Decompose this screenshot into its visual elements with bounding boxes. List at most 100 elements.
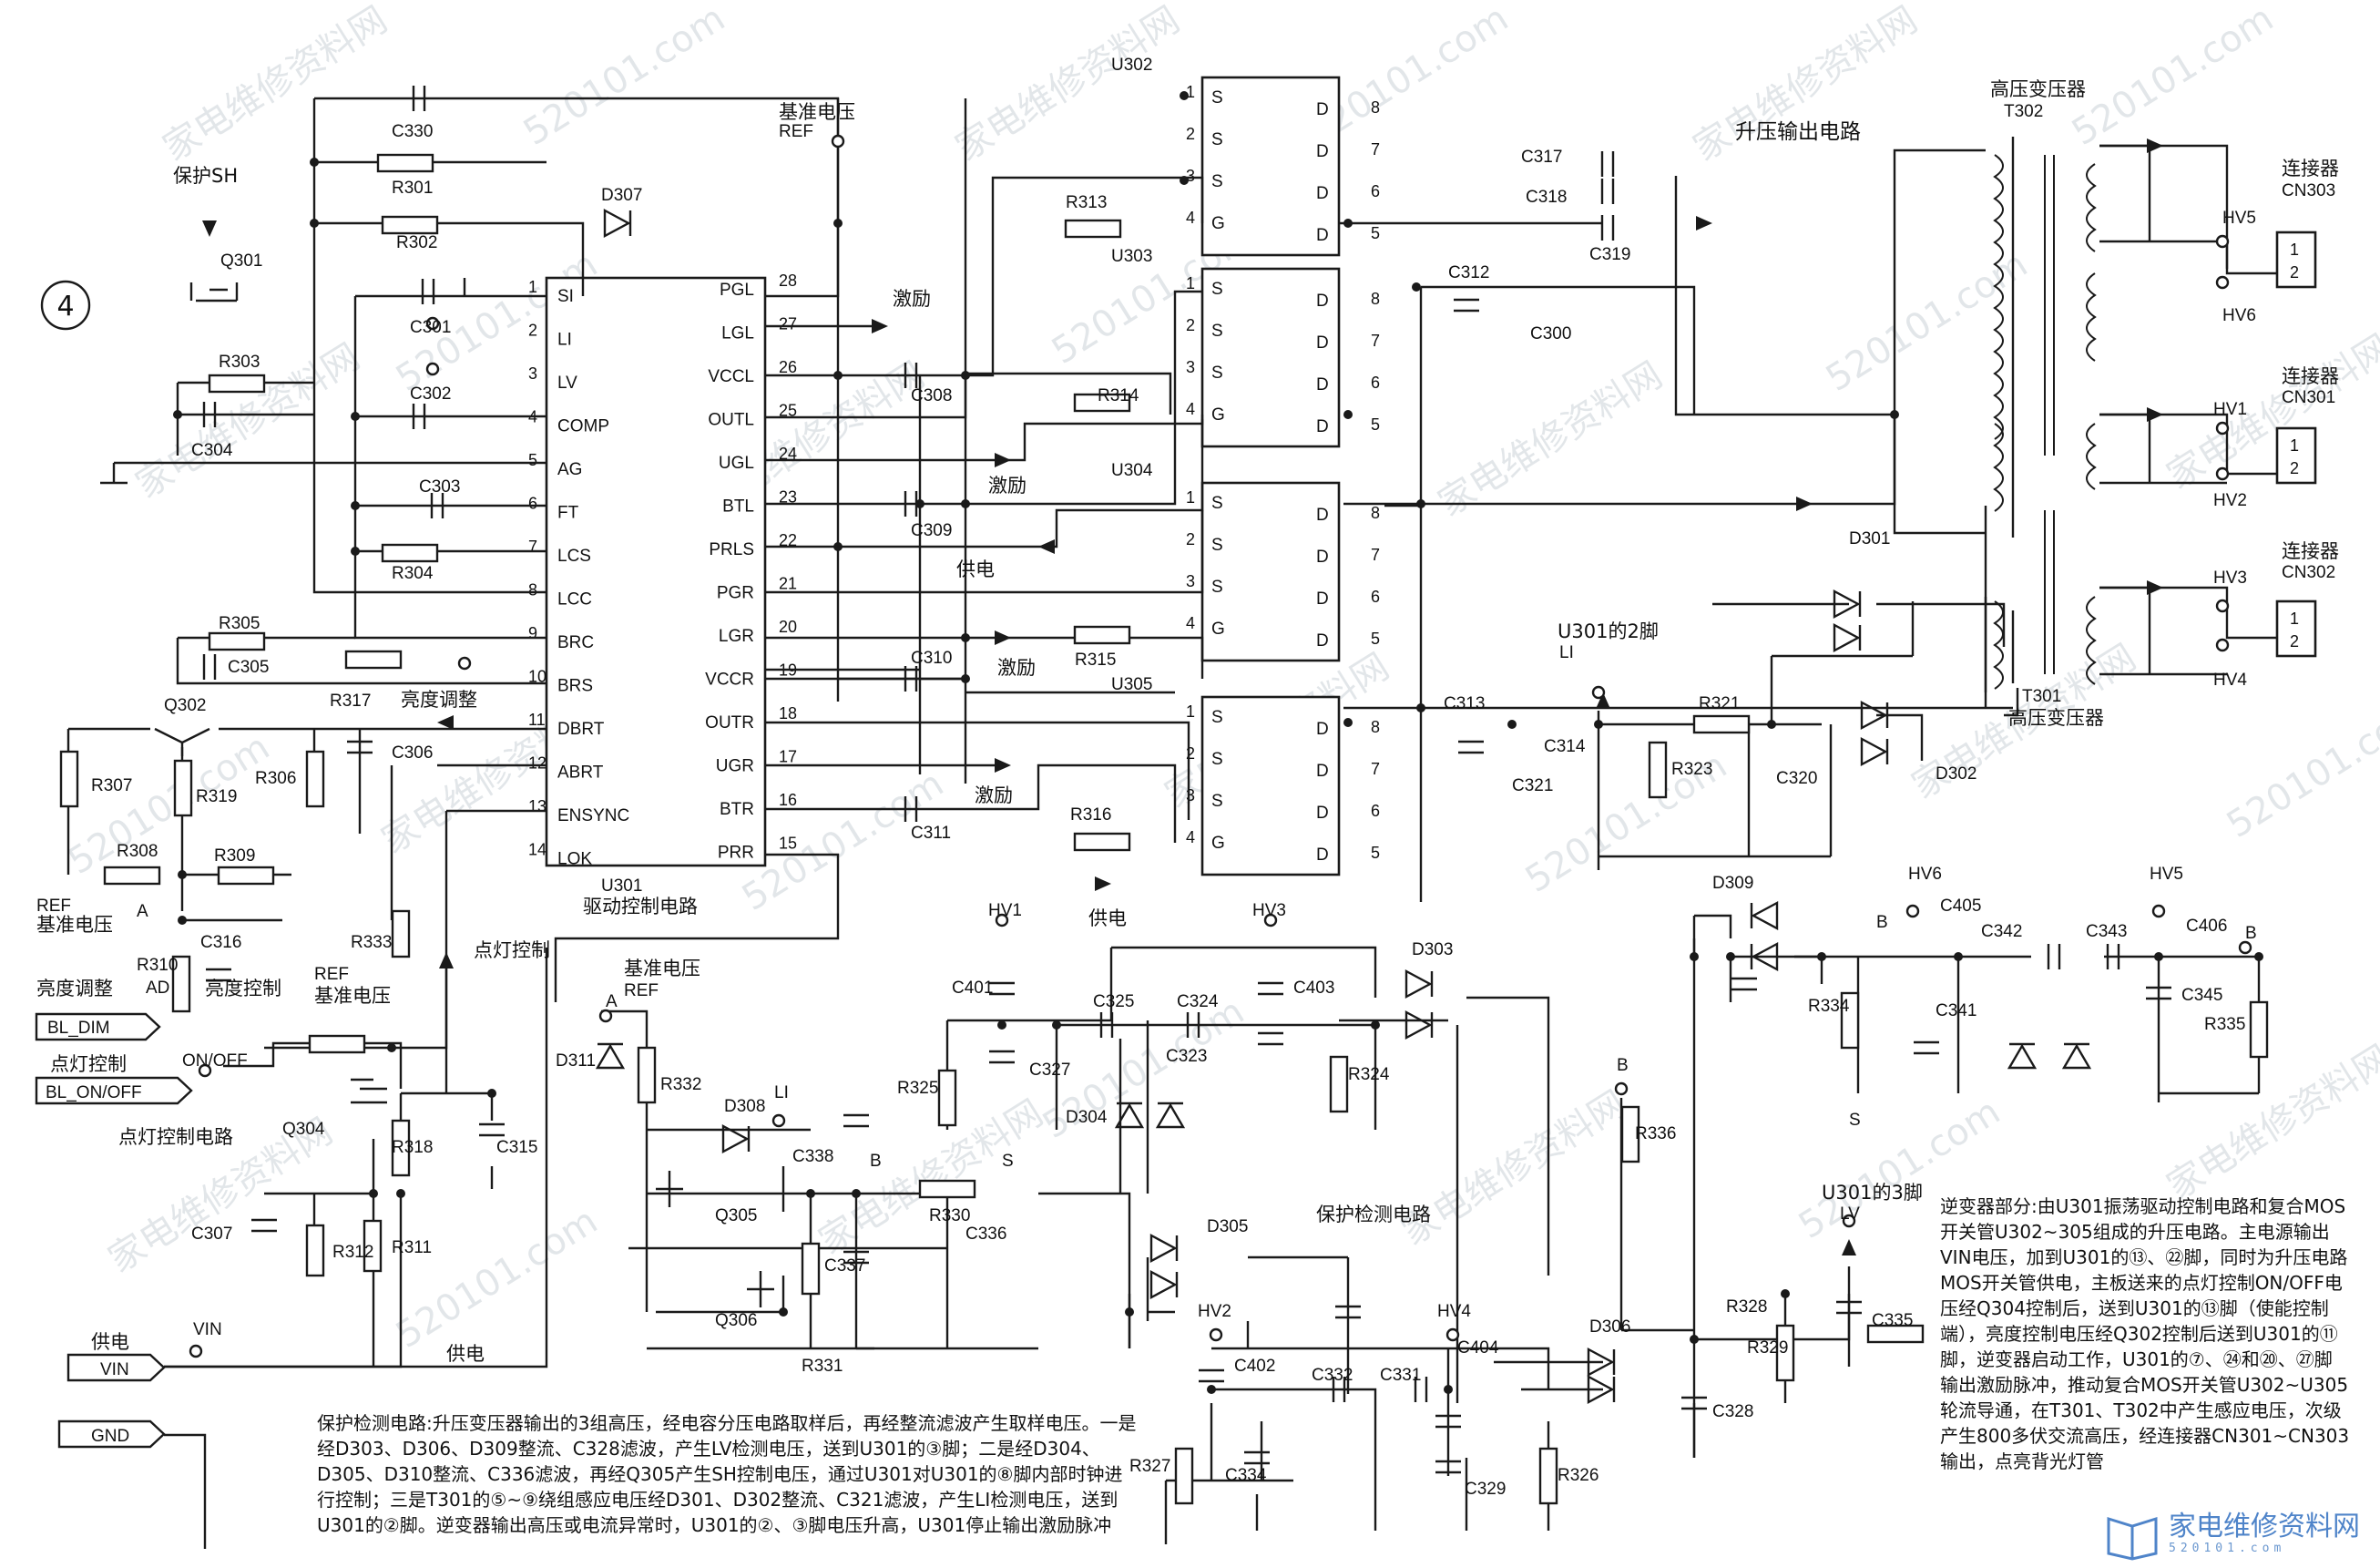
capacitor-symbol: [1258, 1031, 1283, 1046]
junction-dot: [1371, 1020, 1380, 1030]
terminal-circle: [2238, 940, 2252, 955]
junction-dot: [1781, 1289, 1790, 1298]
mosfet-pin-name: S: [1211, 88, 1223, 108]
mosfet-pin-number: 6: [1371, 182, 1380, 200]
svg-text:A: A: [606, 992, 618, 1011]
component-label-r334: R334: [1808, 997, 1850, 1016]
diode-symbol: [1860, 736, 1889, 767]
component-label-c329: C329: [1465, 1480, 1506, 1499]
component-label-r306: R306: [255, 769, 296, 788]
svg-text:B: B: [870, 1152, 882, 1171]
svg-text:A: A: [137, 902, 148, 921]
capacitor-symbol: [1435, 1414, 1461, 1429]
junction-dot: [1767, 720, 1776, 729]
junction-dot: [1180, 176, 1189, 185]
terminal-circle: [1591, 685, 1606, 700]
mosfet-pin-number: 8: [1371, 718, 1380, 736]
svg-text:Q301: Q301: [220, 251, 262, 271]
capacitor-symbol: [843, 1113, 869, 1128]
svg-text:HV6: HV6: [2222, 306, 2256, 325]
component-label-c305: C305: [228, 658, 269, 677]
capacitor-symbol: [251, 1218, 277, 1233]
u301-pin-number: 21: [779, 575, 797, 593]
junction-dot: [178, 870, 187, 879]
component-label-r310: R310: [137, 956, 178, 975]
component-label-c300: C300: [1530, 324, 1571, 343]
component-label-r301: R301: [392, 179, 433, 198]
diodes: [595, 208, 2092, 1405]
u301-pin-name: SI: [557, 287, 574, 306]
u301-pin-name: LV: [557, 374, 577, 393]
connectors: 12 12 12: [2275, 231, 2317, 658]
junction-dot: [396, 1189, 405, 1198]
svg-text:T302: T302: [2004, 102, 2043, 121]
u301-pin-name: FT: [557, 504, 579, 523]
junction-dot: [961, 633, 970, 642]
svg-text:B: B: [1617, 1056, 1629, 1075]
capacitor-symbol: [2047, 944, 2061, 969]
terminal-circle: [2215, 466, 2230, 481]
u301-pin-number: 25: [779, 402, 797, 420]
mosfet-pin-number: 5: [1371, 415, 1380, 434]
u301-pin-number: 27: [779, 315, 797, 333]
svg-text:U301的3脚: U301的3脚: [1822, 1182, 1923, 1204]
component-label-r324: R324: [1348, 1065, 1390, 1084]
capacitor-symbol: [1458, 740, 1484, 754]
svg-text:GND: GND: [91, 1427, 129, 1446]
svg-text:HV3: HV3: [2213, 569, 2247, 588]
mosfet-pin-number: 3: [1186, 786, 1195, 804]
component-label-d303: D303: [1412, 940, 1453, 959]
junction-dot: [833, 371, 843, 380]
u301-pin-name: LOK: [557, 850, 592, 869]
svg-text:基准电压: 基准电压: [624, 958, 700, 979]
mosfet-pin-number: 3: [1186, 358, 1195, 376]
junction-dot: [2154, 952, 2163, 961]
capacitor-symbol: [1600, 179, 1615, 204]
junction-dot: [369, 1189, 378, 1198]
svg-text:基准电压: 基准电压: [314, 985, 391, 1007]
site-logo: 家电维修资料网 520101.com: [2105, 1506, 2360, 1561]
capacitor-symbol: [1731, 977, 1757, 991]
mosfet-pin-number: 3: [1186, 167, 1195, 185]
u301-pin-name: LCS: [557, 547, 591, 566]
mosfet-pin-number: 2: [1186, 125, 1195, 143]
mosfet-pin-number: 5: [1371, 630, 1380, 648]
component-label-r327: R327: [1129, 1457, 1170, 1476]
svg-text:VIN: VIN: [100, 1360, 129, 1379]
component-label-r311: R311: [392, 1238, 432, 1257]
diode-symbol: [2007, 1042, 2038, 1070]
terminal-circle: [1445, 1327, 1460, 1342]
u301-pin-name: BTR: [720, 800, 754, 819]
capacitor-symbol: [1836, 1300, 1862, 1315]
svg-text:Q304: Q304: [282, 1120, 325, 1139]
u301-pin-name: LGR: [719, 627, 754, 646]
u301-pin-name: ABRT: [557, 764, 604, 783]
junction-dot: [852, 1189, 861, 1198]
component-label-c342: C342: [1981, 922, 2022, 941]
mosfet-pin-name: S: [1211, 322, 1223, 341]
mosfet-pin-number: 8: [1371, 98, 1380, 117]
svg-text:S: S: [1849, 1111, 1861, 1130]
component-label-c331: C331: [1380, 1366, 1421, 1385]
svg-text:激励: 激励: [893, 288, 931, 310]
u301-pin-name: OUTL: [708, 411, 754, 430]
component-label-c323: C323: [1166, 1047, 1207, 1066]
diode-symbol: [595, 1042, 626, 1070]
capacitor-symbol: [2146, 986, 2171, 1000]
component-label-c325: C325: [1093, 992, 1134, 1011]
junction-dot: [961, 674, 970, 683]
junction-dot: [1444, 1385, 1453, 1394]
component-label-r309: R309: [214, 846, 255, 866]
u301-pin-name: LCC: [557, 590, 592, 610]
mosfet-pin-name: D: [1316, 762, 1329, 781]
junction-dot: [1343, 718, 1353, 727]
svg-text:连接器: 连接器: [2282, 540, 2339, 562]
u301-pin-name: PRLS: [709, 540, 754, 559]
mosfet-pin-number: 6: [1371, 374, 1380, 392]
bl-on-off-terminal: BL_ON/OFF: [35, 1076, 193, 1105]
mosfet-pin-number: 4: [1186, 614, 1195, 632]
junction-dot: [1507, 720, 1517, 729]
